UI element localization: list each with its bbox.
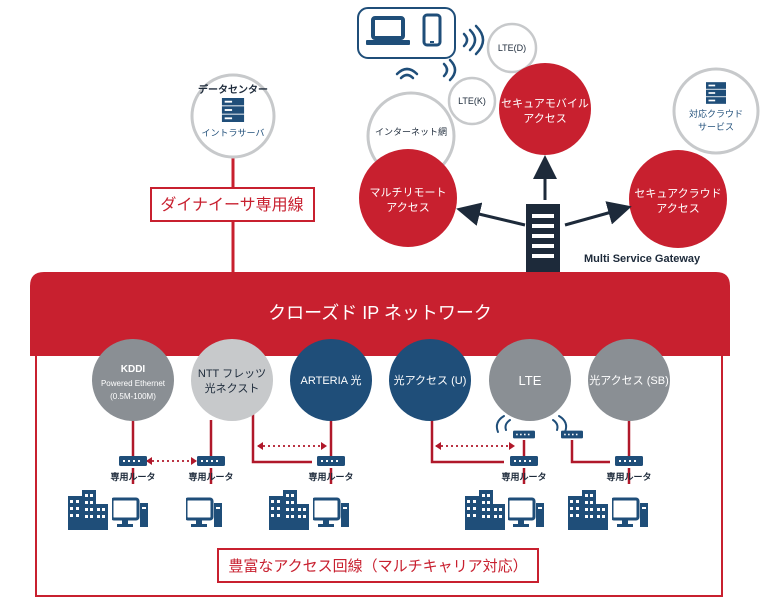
remote-access-node: マルチリモート アクセス [359, 149, 457, 247]
carrier-optical-u: 光アクセス (U) [389, 339, 471, 421]
wifi-signal-icon [395, 67, 419, 80]
carrier-label: ARTERIA 光 [301, 373, 362, 387]
carrier-label: (0.5M-100M) [110, 392, 156, 401]
access-lines [131, 410, 631, 484]
footer-box: 豊富なアクセス回線（マルチキャリア対応） [217, 548, 539, 583]
datacenter-node: データセンター イントラサーバ [190, 73, 276, 159]
router-label: 専用ルータ [606, 471, 651, 482]
router-icon [317, 456, 345, 466]
router-unit: 専用ルータ [110, 456, 156, 482]
wifi-signal-icon [495, 415, 568, 433]
leased-line-label: ダイナイーサ専用線 [160, 196, 303, 214]
router-unit: 専用ルータ [606, 456, 652, 482]
router-unit: 専用ルータ [188, 456, 234, 482]
router-label: 専用ルータ [308, 471, 353, 482]
carrier-label: 光アクセス (SB) [589, 373, 669, 387]
redundancy-links [147, 445, 514, 462]
redundancy-arrowheads [146, 442, 515, 465]
cloud-service-node: 対応クラウド サービス [672, 67, 760, 155]
gateway-arrows [456, 155, 632, 227]
datacenter-title: データセンター [198, 83, 268, 96]
network-title: クローズド IP ネットワーク [268, 303, 492, 323]
carrier-optical-sb: 光アクセス (SB) [588, 339, 670, 421]
laptop-icon [366, 16, 410, 45]
mobile-access-node: セキュアモバイル アクセス [499, 63, 591, 155]
carrier-label: Powered Ethernet [101, 379, 166, 388]
carrier-label: NTT フレッツ [198, 368, 266, 380]
leased-line-box: ダイナイーサ専用線 [150, 187, 315, 222]
router-label: 専用ルータ [110, 471, 155, 482]
devices-box [357, 7, 456, 59]
router-unit: 専用ルータ [308, 456, 354, 482]
remote-access-label-2: アクセス [386, 201, 429, 214]
carrier-arteria: ARTERIA 光 [290, 339, 372, 421]
mobile-access-label-2: アクセス [523, 112, 566, 125]
carrier-label: LTE [519, 373, 542, 388]
server-icon [221, 98, 245, 122]
lte-router-icon [513, 430, 535, 439]
lte-d-label: LTE(D) [498, 43, 526, 53]
router-icon [510, 456, 538, 466]
carrier-ntt: NTT フレッツ 光ネクスト [191, 339, 273, 421]
internet-label: インターネット網 [375, 126, 447, 137]
router-label: 専用ルータ [188, 471, 233, 482]
wifi-signal-icon [462, 24, 485, 56]
carrier-label: KDDI [121, 364, 146, 375]
phone-icon [422, 13, 442, 47]
cloud-access-label-1: セキュアクラウド [634, 187, 721, 200]
cloud-access-node: セキュアクラウド アクセス [629, 150, 727, 248]
router-icon [119, 456, 147, 466]
router-unit: 専用ルータ [501, 456, 547, 482]
datacenter-label: イントラサーバ [202, 128, 265, 138]
lte-k-node: LTE(K) [447, 76, 497, 126]
carrier-lte: LTE [489, 339, 571, 421]
mobile-access-label-1: セキュアモバイル [501, 97, 589, 110]
router-icon [197, 456, 225, 466]
carrier-label: 光ネクスト [205, 381, 260, 395]
lte-d-node: LTE(D) [486, 22, 538, 74]
router-label: 専用ルータ [501, 471, 546, 482]
gateway-label: Multi Service Gateway [584, 253, 701, 265]
router-icon [615, 456, 643, 466]
network-band [30, 272, 730, 356]
wifi-signal-icon [442, 58, 457, 82]
footer-label: 豊富なアクセス回線（マルチキャリア対応） [228, 557, 527, 575]
remote-access-label-1: マルチリモート [370, 186, 447, 199]
cloud-service-label-1: 対応クラウド [689, 108, 743, 119]
carrier-label: 光アクセス (U) [394, 373, 467, 387]
lte-k-label: LTE(K) [458, 96, 486, 106]
server-icon [706, 82, 726, 104]
cloud-access-label-2: アクセス [656, 202, 699, 215]
cloud-service-label-2: サービス [698, 122, 734, 132]
carrier-kddi: KDDI Powered Ethernet (0.5M-100M) [92, 339, 174, 421]
